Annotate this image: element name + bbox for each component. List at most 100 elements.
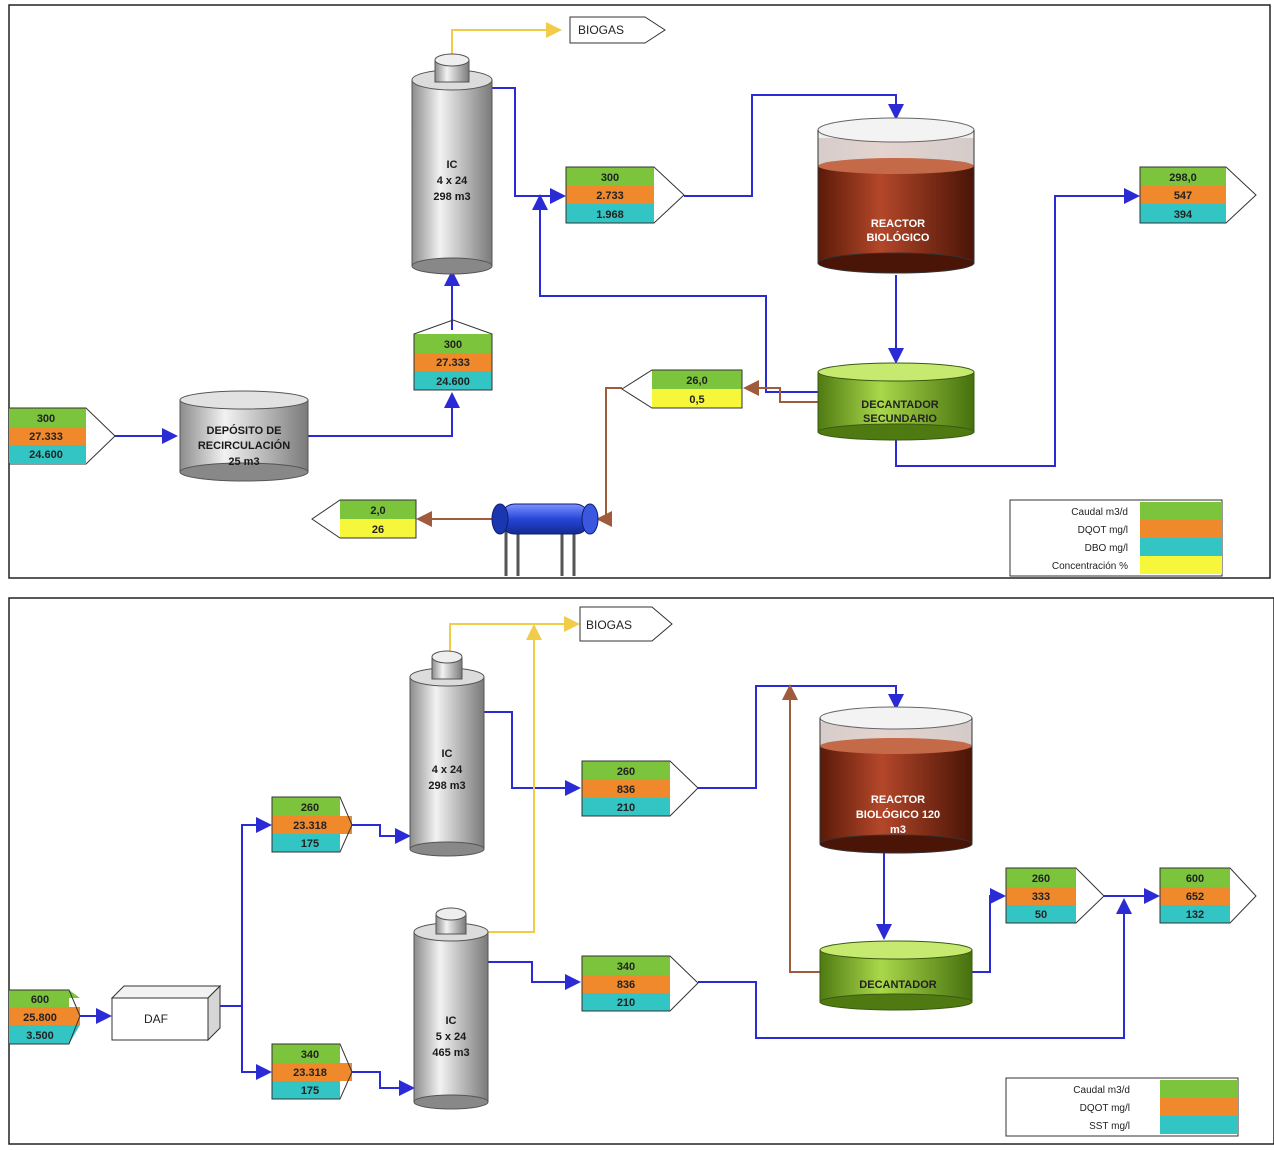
value: 652	[1186, 891, 1204, 903]
bottom-panel-frame	[8, 597, 1274, 1145]
legend-item: DQOT mg/l	[1080, 1103, 1130, 1114]
value: 836	[617, 784, 635, 796]
flow-sludge-recycle	[782, 684, 820, 973]
value: 394	[1174, 209, 1193, 221]
decantador-label: DECANTADOR	[859, 979, 936, 991]
legend-item: SST mg/l	[1089, 1121, 1130, 1132]
value: 260	[617, 766, 635, 778]
bottom-legend: Caudal m3/d DQOT mg/l SST mg/l	[1005, 1077, 1239, 1137]
bottom-tag-ic1-out: 260 836 210	[581, 760, 699, 817]
deposito-label-line3: 25 m3	[228, 456, 259, 468]
ic1-label-line1: IC	[442, 748, 453, 760]
value: 0,5	[689, 394, 704, 406]
value: 300	[444, 339, 462, 351]
value: 600	[1186, 873, 1204, 885]
value: 3.500	[26, 1030, 54, 1042]
value: 26	[372, 524, 384, 536]
value: 547	[1174, 190, 1192, 202]
value: 23.318	[293, 820, 327, 832]
flow-sludge-to-filter	[596, 387, 622, 527]
value: 333	[1032, 891, 1050, 903]
swatch-dbo	[9, 445, 86, 463]
bottom-flow-lines	[80, 616, 1160, 1096]
deposito-label-line1: DEPÓSITO DE	[207, 424, 282, 437]
value: 25.800	[23, 1012, 57, 1024]
top-tag-effluent: 298,0 547 394	[1139, 166, 1257, 224]
flow-tag2-to-ic2	[352, 1071, 415, 1096]
flow-daf-to-tag1	[216, 817, 272, 1007]
value: 24.600	[436, 376, 470, 388]
value: 300	[601, 172, 619, 184]
legend-item: DQOT mg/l	[1078, 525, 1128, 536]
ic2-label-line3: 465 m3	[432, 1047, 469, 1059]
ic-label-line3: 298 m3	[433, 191, 470, 203]
value: 260	[301, 802, 319, 814]
bottom-tag-input: 600 25.800 3.500	[9, 989, 81, 1045]
flow-biogas	[451, 22, 562, 60]
flow-daf-to-tag2	[241, 1006, 272, 1080]
top-decantador: DECANTADOR SECUNDARIO	[817, 362, 975, 441]
value: 23.318	[293, 1067, 327, 1079]
daf-label: DAF	[144, 1012, 168, 1026]
value: 210	[617, 802, 635, 814]
ic-label-line1: IC	[447, 159, 458, 171]
bottom-ic2-reactor: IC 5 x 24 465 m3	[413, 907, 489, 1110]
flow-decantador-to-tag	[972, 888, 1006, 973]
flow-deposito-to-tag	[308, 392, 460, 437]
flow-sludge-to-tag	[743, 380, 818, 403]
top-panel-frame	[8, 4, 1271, 579]
bottom-daf-unit: DAF	[110, 984, 222, 1042]
value: 132	[1186, 909, 1204, 921]
value: 27.333	[436, 357, 470, 369]
value: 260	[1032, 873, 1050, 885]
top-tag-sludge-out: 2,0 26	[311, 499, 417, 539]
bottom-tag-to-ic2: 340 23.318 175	[271, 1043, 353, 1100]
bottom-tag-to-ic1: 260 23.318 175	[271, 796, 353, 853]
value: 340	[301, 1049, 319, 1061]
reactor-label-line2: BIOLÓGICO 120	[856, 808, 940, 821]
value: 2,0	[370, 505, 385, 517]
biogas-label: BIOGAS	[586, 618, 632, 632]
swatch-caudal	[9, 408, 86, 427]
value: 175	[301, 1085, 319, 1097]
value: 50	[1035, 909, 1047, 921]
legend-item: Concentración %	[1052, 561, 1128, 572]
top-tag-input: 300 27.333 24.600	[9, 407, 116, 465]
top-deposito-recirculacion: DEPÓSITO DE RECIRCULACIÓN 25 m3	[179, 390, 309, 482]
value: 26,0	[686, 375, 707, 387]
top-tag-ic-out: 300 2.733 1.968	[565, 166, 685, 224]
bottom-tag-ic2-out: 340 836 210	[581, 955, 699, 1012]
top-tag-sludge-recycle: 26,0 0,5	[621, 369, 743, 409]
decantador-label-line2: SECUNDARIO	[863, 413, 937, 425]
value: 836	[617, 979, 635, 991]
top-flow-lines	[115, 22, 1140, 527]
top-biogas-tag: BIOGAS	[569, 16, 666, 44]
flow-bypass-to-final	[698, 898, 1132, 1039]
reactor-label-line1: REACTOR	[871, 794, 925, 806]
value: 24.600	[29, 449, 63, 461]
top-legend: Caudal m3/d DQOT mg/l DBO mg/l Concentra…	[1009, 499, 1223, 577]
decantador-label-line1: DECANTADOR	[861, 399, 938, 411]
bottom-tag-final: 600 652 132	[1159, 867, 1257, 924]
bottom-biogas-tag: BIOGAS	[579, 606, 673, 642]
biogas-label: BIOGAS	[578, 23, 624, 37]
value: 210	[617, 997, 635, 1009]
flow-to-reactor	[698, 685, 904, 789]
bottom-decantador: DECANTADOR	[819, 940, 973, 1011]
reactor-label-line3: m3	[890, 824, 906, 836]
value: 2.733	[596, 190, 624, 202]
legend-item: DBO mg/l	[1085, 543, 1128, 554]
value: 1.968	[596, 209, 624, 221]
legend-item: Caudal m3/d	[1073, 1085, 1130, 1096]
bottom-reactor-biologico: REACTOR BIOLÓGICO 120 m3	[819, 706, 973, 854]
ic1-label-line3: 298 m3	[428, 780, 465, 792]
ic2-label-line2: 5 x 24	[436, 1031, 467, 1043]
ic2-label-line1: IC	[446, 1015, 457, 1027]
flow-recycle-to-ic-out	[532, 194, 818, 393]
legend-item: Caudal m3/d	[1071, 507, 1128, 518]
value: 340	[617, 961, 635, 973]
bottom-ic1-reactor: IC 4 x 24 298 m3	[409, 650, 485, 857]
reactor-label-line2: BIOLÓGICO	[867, 231, 930, 244]
ic-label-line2: 4 x 24	[437, 175, 468, 187]
